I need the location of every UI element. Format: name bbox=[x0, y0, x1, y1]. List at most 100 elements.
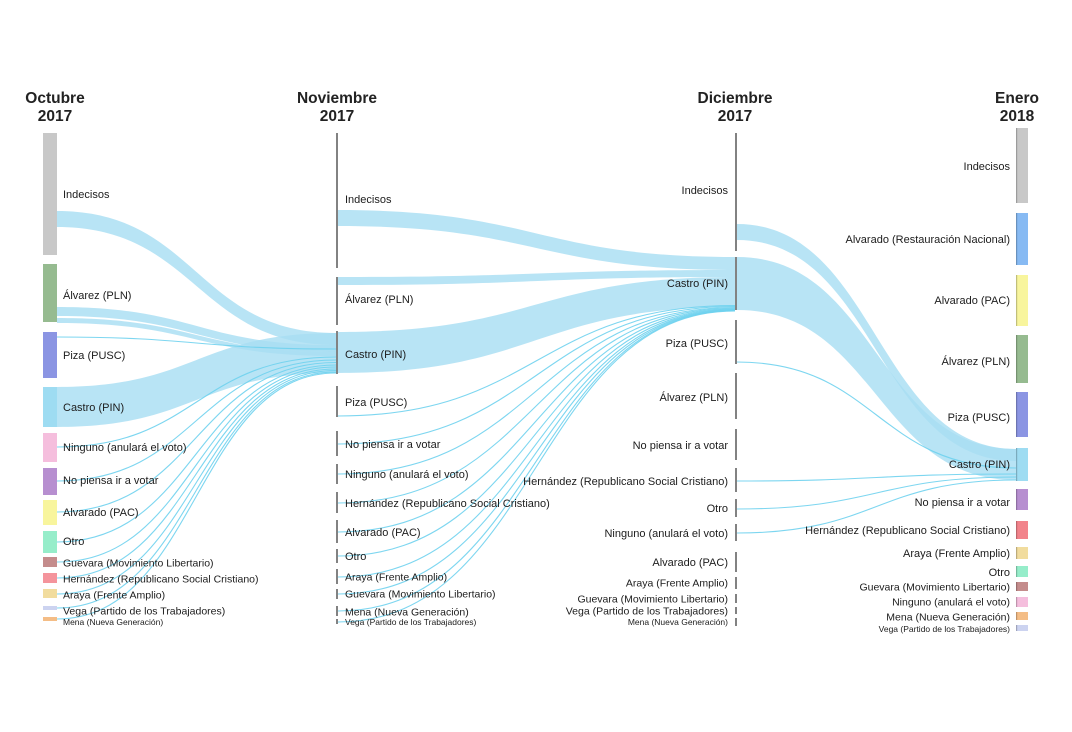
sankey-node-mena-nueva-generacion bbox=[1016, 612, 1028, 620]
node-label-vega-partido-de-los-trabajadores: Vega (Partido de los Trabajadores) bbox=[63, 606, 225, 618]
node-label-indecisos: Indecisos bbox=[964, 161, 1011, 173]
column-header-diciembre-2017: 2017 bbox=[718, 108, 752, 125]
node-label-piza-pusc: Piza (PUSC) bbox=[948, 412, 1010, 424]
node-label-guevara-movimiento-libertario: Guevara (Movimiento Libertario) bbox=[345, 589, 496, 601]
node-label-alvarado-restauracion-nacional: Alvarado (Restauración Nacional) bbox=[846, 234, 1010, 246]
sankey-flow-thin bbox=[56, 371, 337, 609]
node-edge-shade bbox=[1016, 625, 1018, 631]
sankey-node-indecisos bbox=[1016, 128, 1028, 203]
sankey-flow bbox=[57, 211, 336, 345]
node-edge-shade bbox=[1016, 521, 1018, 539]
node-label-indecisos: Indecisos bbox=[63, 189, 110, 201]
sankey-node-indecisos bbox=[43, 133, 57, 255]
sankey-node-alvarado-pac bbox=[1016, 275, 1028, 326]
node-edge-shade bbox=[1016, 489, 1018, 510]
sankey-flow bbox=[737, 257, 1016, 480]
node-label-vega-partido-de-los-trabajadores: Vega (Partido de los Trabajadores) bbox=[566, 606, 728, 618]
sankey-flow-thin bbox=[736, 476, 1017, 510]
column-header-noviembre-2017: Noviembre bbox=[297, 90, 377, 107]
sankey-flow-thin bbox=[337, 304, 736, 417]
node-label-araya-frente-amplio: Araya (Frente Amplio) bbox=[903, 548, 1010, 560]
node-label-no-piensa-ir-a-votar: No piensa ir a votar bbox=[915, 497, 1011, 509]
node-label-hernandez-republicano-social-cristiano: Hernández (Republicano Social Cristiano) bbox=[523, 476, 728, 488]
sankey-node-otro bbox=[1016, 566, 1028, 577]
node-label-araya-frente-amplio: Araya (Frente Amplio) bbox=[626, 578, 728, 590]
node-label-mena-nueva-generacion: Mena (Nueva Generación) bbox=[886, 612, 1010, 624]
sankey-node-alvarez-pln bbox=[1016, 335, 1028, 383]
node-edge-shade bbox=[1016, 597, 1018, 607]
sankey-flow-thin bbox=[56, 359, 337, 482]
sankey-node-alvarado-pac bbox=[43, 500, 57, 525]
node-edge-shade bbox=[1016, 392, 1018, 437]
sankey-flow-thin bbox=[337, 310, 736, 612]
sankey-node-no-piensa-ir-a-votar bbox=[1016, 489, 1028, 510]
sankey-node-mena-nueva-generacion bbox=[43, 617, 57, 621]
sankey-flow-thin bbox=[337, 305, 736, 445]
sankey-node-araya-frente-amplio bbox=[43, 589, 57, 598]
sankey-node-hernandez-republicano-social-cristiano bbox=[43, 573, 57, 583]
sankey-flow-thin bbox=[337, 310, 736, 623]
node-label-hernandez-republicano-social-cristiano: Hernández (Republicano Social Cristiano) bbox=[345, 498, 550, 510]
sankey-node-vega-partido-de-los-trabajadores bbox=[1016, 625, 1028, 631]
sankey-flow-thin bbox=[736, 479, 1017, 534]
sankey-flow-thin bbox=[736, 361, 1017, 469]
node-label-araya-frente-amplio: Araya (Frente Amplio) bbox=[345, 572, 447, 584]
sankey-node-castro-pin bbox=[1016, 448, 1028, 481]
node-label-no-piensa-ir-a-votar: No piensa ir a votar bbox=[633, 440, 729, 452]
sankey-node-araya-frente-amplio bbox=[1016, 547, 1028, 559]
sankey-flow-thin bbox=[736, 473, 1017, 482]
node-label-piza-pusc: Piza (PUSC) bbox=[345, 397, 407, 409]
node-label-alvarado-pac: Alvarado (PAC) bbox=[652, 557, 728, 569]
node-edge-shade bbox=[1016, 335, 1018, 383]
node-label-hernandez-republicano-social-cristiano: Hernández (Republicano Social Cristiano) bbox=[63, 574, 259, 586]
sankey-node-hernandez-republicano-social-cristiano bbox=[1016, 521, 1028, 539]
sankey-node-no-piensa-ir-a-votar bbox=[43, 468, 57, 495]
node-label-alvarez-pln: Álvarez (PLN) bbox=[63, 289, 131, 302]
sankey-flow-thin bbox=[56, 336, 337, 350]
node-label-araya-frente-amplio: Araya (Frente Amplio) bbox=[63, 590, 165, 602]
node-label-alvarez-pln: Álvarez (PLN) bbox=[660, 391, 728, 404]
node-label-vega-partido-de-los-trabajadores: Vega (Partido de los Trabajadores) bbox=[345, 617, 477, 627]
node-label-castro-pin: Castro (PIN) bbox=[63, 402, 124, 414]
sankey-node-alvarez-pln bbox=[43, 264, 57, 322]
sankey-flow bbox=[338, 270, 735, 285]
node-edge-shade bbox=[1016, 213, 1018, 265]
node-label-mena-nueva-generacion: Mena (Nueva Generación) bbox=[63, 617, 163, 627]
node-label-alvarado-pac: Alvarado (PAC) bbox=[934, 295, 1010, 307]
node-label-ninguno-anulara-el-voto: Ninguno (anulará el voto) bbox=[892, 597, 1010, 609]
column-header-octubre-2017: 2017 bbox=[38, 108, 72, 125]
sankey-node-ninguno-anulara-el-voto bbox=[43, 433, 57, 462]
node-label-indecisos: Indecisos bbox=[345, 194, 392, 206]
sankey-flow-thin bbox=[337, 306, 736, 475]
node-edge-shade bbox=[1016, 612, 1018, 620]
column-header-enero-2018: Enero bbox=[995, 90, 1039, 107]
node-label-indecisos: Indecisos bbox=[682, 185, 729, 197]
node-label-alvarado-pac: Alvarado (PAC) bbox=[63, 507, 139, 519]
sankey-node-guevara-movimiento-libertario bbox=[1016, 582, 1028, 591]
sankey-flow-thin bbox=[56, 368, 337, 579]
node-label-guevara-movimiento-libertario: Guevara (Movimiento Libertario) bbox=[63, 558, 214, 570]
node-label-ninguno-anulara-el-voto: Ninguno (anulará el voto) bbox=[345, 469, 469, 481]
column-header-diciembre-2017: Diciembre bbox=[698, 90, 773, 107]
node-edge-shade bbox=[1016, 566, 1018, 577]
sankey-flow-thin bbox=[56, 366, 337, 563]
sankey-flow-thin bbox=[56, 364, 337, 543]
column-header-octubre-2017: Octubre bbox=[25, 90, 85, 107]
sankey-flow-thin bbox=[56, 361, 337, 513]
sankey-node-otro bbox=[43, 531, 57, 553]
node-label-otro: Otro bbox=[63, 536, 84, 548]
node-label-hernandez-republicano-social-cristiano: Hernández (Republicano Social Cristiano) bbox=[805, 525, 1010, 537]
sankey-node-vega-partido-de-los-trabajadores bbox=[43, 606, 57, 610]
node-edge-shade bbox=[1016, 547, 1018, 559]
sankey-node-piza-pusc bbox=[43, 332, 57, 378]
node-edge-shade bbox=[1016, 275, 1018, 326]
sankey-flow-thin bbox=[337, 309, 736, 595]
column-header-noviembre-2017: 2017 bbox=[320, 108, 354, 125]
node-edge-shade bbox=[1016, 128, 1018, 203]
node-label-guevara-movimiento-libertario: Guevara (Movimiento Libertario) bbox=[577, 594, 728, 606]
sankey-node-piza-pusc bbox=[1016, 392, 1028, 437]
node-label-alvarez-pln: Álvarez (PLN) bbox=[345, 293, 413, 306]
node-edge-shade bbox=[1016, 582, 1018, 591]
node-label-piza-pusc: Piza (PUSC) bbox=[666, 338, 728, 350]
